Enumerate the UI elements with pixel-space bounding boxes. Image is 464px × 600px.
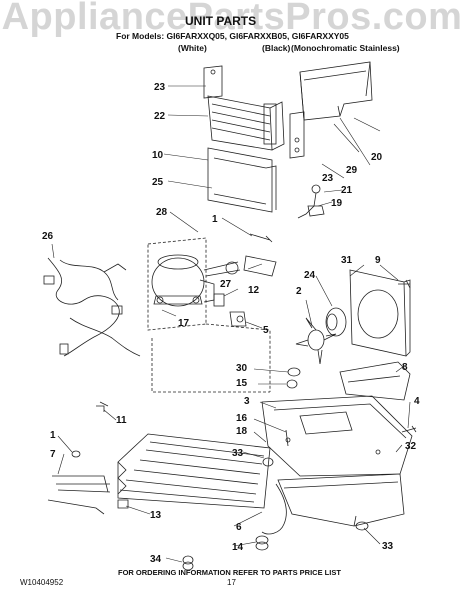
screw (249, 233, 273, 243)
callout-31: 31 (341, 255, 353, 266)
callout-12: 12 (248, 285, 260, 296)
condenser-coil (117, 433, 271, 509)
base-plate (261, 395, 413, 477)
start-device (225, 255, 277, 277)
ordering-note: FOR ORDERING INFORMATION REFER TO PARTS … (118, 568, 341, 577)
support-bracket (339, 361, 411, 401)
callout-30: 30 (236, 363, 248, 374)
grommet (286, 367, 301, 389)
callout-6: 6 (236, 522, 242, 533)
mounting-bracket (203, 65, 223, 99)
shield-bracket (289, 111, 305, 159)
callout-23: 23 (154, 82, 166, 93)
compressor (151, 254, 241, 307)
variant-black: (Black) (262, 43, 291, 53)
callout-labels: 23 22 10 25 28 1 26 27 12 17 5 20 29 23 … (42, 82, 420, 565)
callout-1b: 1 (50, 430, 56, 441)
plug (182, 555, 194, 571)
callout-33b: 33 (382, 541, 394, 552)
evaporator-part (207, 95, 285, 151)
callout-18: 18 (236, 426, 248, 437)
callout-33: 33 (232, 448, 244, 459)
callout-14: 14 (232, 542, 244, 553)
callout-17: 17 (178, 318, 190, 329)
leader-lines (51, 85, 411, 563)
screw (398, 279, 411, 289)
wire-bundle (47, 475, 111, 515)
callout-7: 7 (50, 449, 56, 460)
drain-tube (261, 483, 287, 535)
evaporator-cover (207, 147, 277, 213)
callout-11: 11 (116, 415, 127, 426)
thermistor (297, 184, 325, 219)
part-number: W10404952 (20, 578, 64, 587)
callout-13: 13 (150, 510, 162, 521)
callout-21: 21 (341, 185, 353, 196)
models-line: For Models: GI6FARXXQ05, GI6FARXXB05, GI… (116, 31, 349, 41)
relay (213, 293, 247, 327)
callout-26: 26 (42, 231, 54, 242)
callout-10: 10 (152, 150, 164, 161)
fan-shroud (349, 269, 411, 357)
callout-22: 22 (154, 111, 166, 122)
callout-27: 27 (220, 279, 232, 290)
leveling-foot (117, 499, 129, 509)
callout-2: 2 (296, 286, 302, 297)
callout-5: 5 (263, 325, 269, 336)
drain-pan (277, 473, 405, 527)
condenser-fan-blade (295, 317, 337, 365)
page-number: 17 (227, 578, 236, 587)
callout-32: 32 (405, 441, 417, 452)
callout-24: 24 (304, 270, 316, 281)
duct-part (299, 61, 373, 121)
screw (401, 425, 417, 433)
callout-9: 9 (375, 255, 381, 266)
page-title: UNIT PARTS (185, 14, 257, 28)
hose-clamp (255, 535, 269, 551)
watermark: AppliancePartsPros.com (1, 0, 463, 38)
condenser-fan-motor (325, 307, 347, 337)
callout-16: 16 (236, 413, 248, 424)
callout-8: 8 (402, 362, 408, 373)
variant-mono: (Monochromatic Stainless) (291, 43, 400, 53)
callout-28: 28 (156, 207, 168, 218)
callout-4: 4 (414, 396, 420, 407)
screw (285, 429, 289, 447)
clip (96, 401, 109, 412)
screw (262, 457, 369, 531)
wire-harness (43, 257, 141, 357)
callout-20: 20 (371, 152, 383, 163)
callout-23b: 23 (322, 173, 334, 184)
callout-25: 25 (152, 177, 164, 188)
callout-15: 15 (236, 378, 248, 389)
callout-1: 1 (212, 214, 218, 225)
callout-19: 19 (331, 198, 343, 209)
callout-34: 34 (150, 554, 162, 565)
callout-3: 3 (244, 396, 250, 407)
variant-white: (White) (178, 43, 207, 53)
screw (71, 450, 81, 458)
callout-29: 29 (346, 165, 358, 176)
